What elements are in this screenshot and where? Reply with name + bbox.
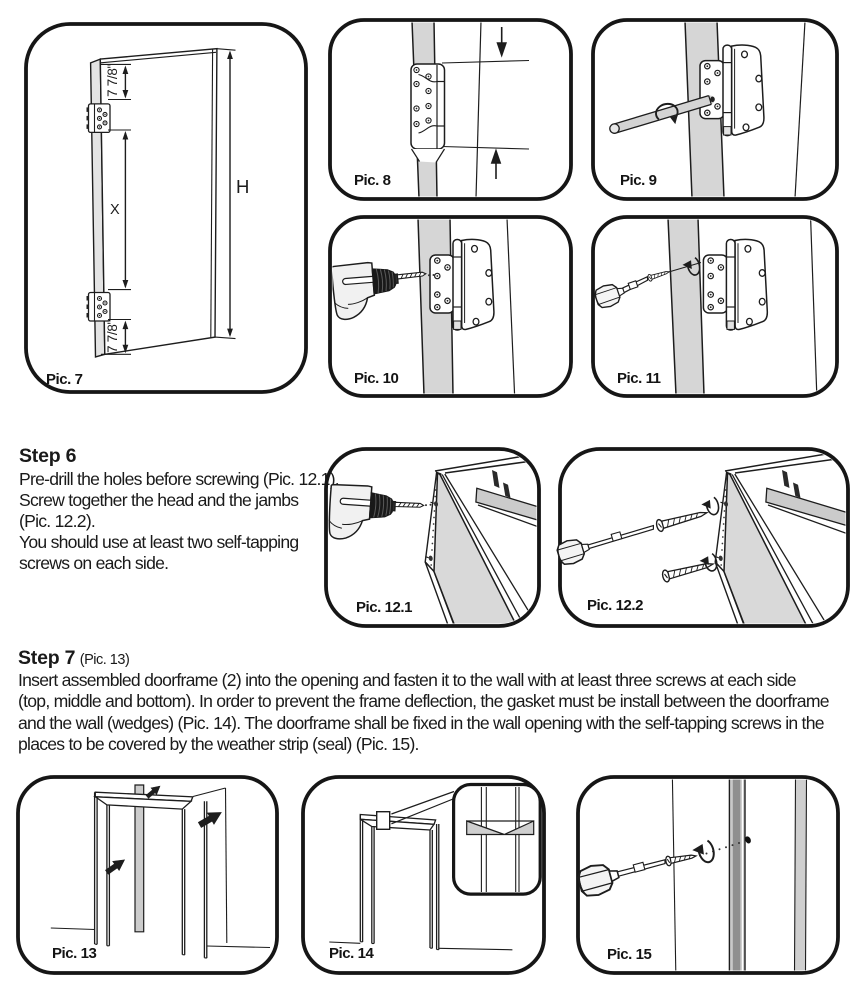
svg-text:Pic. 8: Pic. 8 <box>354 172 391 189</box>
svg-text:Pic. 9: Pic. 9 <box>620 172 657 189</box>
svg-text:Pic. 15: Pic. 15 <box>607 946 651 963</box>
svg-text:Pic. 11: Pic. 11 <box>617 370 661 387</box>
svg-text:7 7/8": 7 7/8" <box>105 63 120 97</box>
svg-text:Pic. 10: Pic. 10 <box>354 370 398 387</box>
svg-text:Pic. 7: Pic. 7 <box>46 371 83 388</box>
svg-text:Pic. 12.1: Pic. 12.1 <box>356 599 412 616</box>
svg-text:Pic. 13: Pic. 13 <box>52 945 96 962</box>
svg-text:7 7/8": 7 7/8" <box>105 319 120 353</box>
svg-text:Pic. 14: Pic. 14 <box>329 945 374 962</box>
svg-text:H: H <box>236 176 249 197</box>
svg-text:Pic. 12.2: Pic. 12.2 <box>587 597 643 614</box>
svg-text:X: X <box>110 202 120 218</box>
